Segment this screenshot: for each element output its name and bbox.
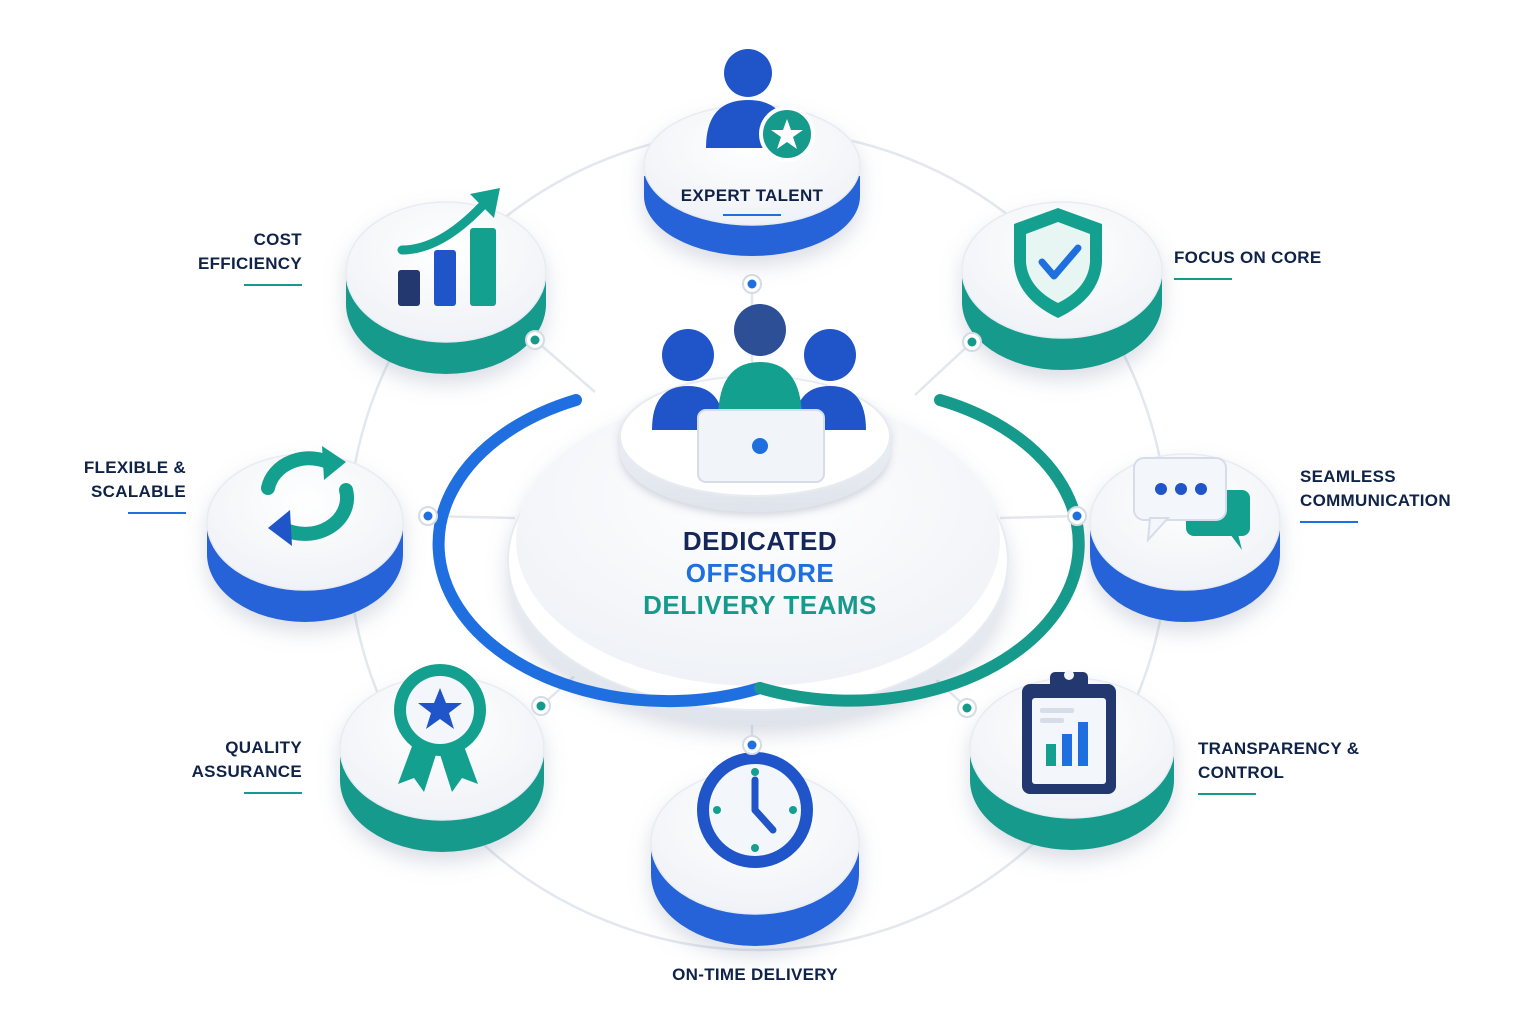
shield-check-icon bbox=[1014, 208, 1102, 318]
node-flexible-scalable bbox=[206, 446, 438, 622]
label-focus-on-core: FOCUS ON CORE bbox=[1174, 246, 1321, 280]
label-expert-talent: EXPERT TALENT bbox=[652, 184, 852, 216]
spoke-focus-on-core bbox=[914, 341, 973, 396]
clipboard-chart-icon bbox=[1022, 670, 1116, 794]
spoke-seamless-communication bbox=[999, 514, 1078, 520]
node-on-time-delivery bbox=[650, 735, 860, 946]
expert-user-star-icon bbox=[706, 49, 815, 162]
label-line: FOCUS ON CORE bbox=[1174, 248, 1322, 267]
label-underline bbox=[723, 214, 781, 216]
label-underline bbox=[1174, 278, 1232, 280]
label-line: COMMUNICATION bbox=[1300, 491, 1451, 510]
label-line: COST bbox=[253, 230, 302, 249]
label-underline bbox=[244, 792, 302, 794]
label-line: CONTROL bbox=[1198, 763, 1285, 782]
label-line: EFFICIENCY bbox=[197, 254, 302, 273]
label-flexible-scalable: FLEXIBLE & SCALABLE bbox=[40, 456, 186, 514]
spoke-cost-efficiency bbox=[534, 339, 596, 393]
chat-bubbles-icon bbox=[1133, 457, 1250, 550]
label-line: FLEXIBLE & bbox=[83, 458, 186, 477]
label-underline bbox=[1300, 521, 1358, 523]
label-transparency-control: TRANSPARENCY & CONTROL bbox=[1198, 737, 1359, 795]
team-icon bbox=[652, 304, 866, 483]
label-quality-assurance: QUALITY ASSURANCE bbox=[140, 736, 302, 794]
center-title: DEDICATED OFFSHORE DELIVERY TEAMS bbox=[568, 525, 952, 621]
center-title-line-2: OFFSHORE bbox=[685, 558, 835, 588]
label-on-time-delivery: ON-TIME DELIVERY bbox=[655, 963, 855, 987]
node-transparency-control bbox=[957, 670, 1175, 850]
label-line: QUALITY bbox=[225, 738, 302, 757]
label-line: TRANSPARENCY & bbox=[1198, 739, 1360, 758]
label-cost-efficiency: COST EFFICIENCY bbox=[150, 228, 302, 286]
node-cost-efficiency bbox=[345, 188, 547, 374]
center-accent-arcs bbox=[432, 394, 1085, 708]
label-underline bbox=[244, 284, 302, 286]
label-line: EXPERT TALENT bbox=[680, 186, 824, 205]
center-title-line-1: DEDICATED bbox=[682, 526, 838, 556]
label-underline bbox=[1198, 793, 1256, 795]
label-seamless-communication: SEAMLESS COMMUNICATION bbox=[1300, 465, 1451, 523]
node-focus-on-core bbox=[961, 201, 1163, 370]
clock-icon bbox=[697, 752, 813, 868]
label-underline bbox=[128, 512, 186, 514]
node-expert-talent bbox=[643, 49, 861, 294]
node-seamless-communication bbox=[1067, 453, 1281, 622]
refresh-arrows-icon bbox=[261, 446, 354, 546]
label-line: ASSURANCE bbox=[191, 762, 302, 781]
node-quality-assurance bbox=[339, 664, 551, 852]
label-line: SCALABLE bbox=[91, 482, 186, 501]
growth-chart-icon bbox=[397, 188, 500, 306]
label-line: ON-TIME DELIVERY bbox=[672, 965, 838, 984]
award-ribbon-icon bbox=[394, 664, 486, 792]
center-title-line-3: DELIVERY TEAMS bbox=[643, 590, 877, 620]
label-line: SEAMLESS bbox=[1300, 467, 1396, 486]
